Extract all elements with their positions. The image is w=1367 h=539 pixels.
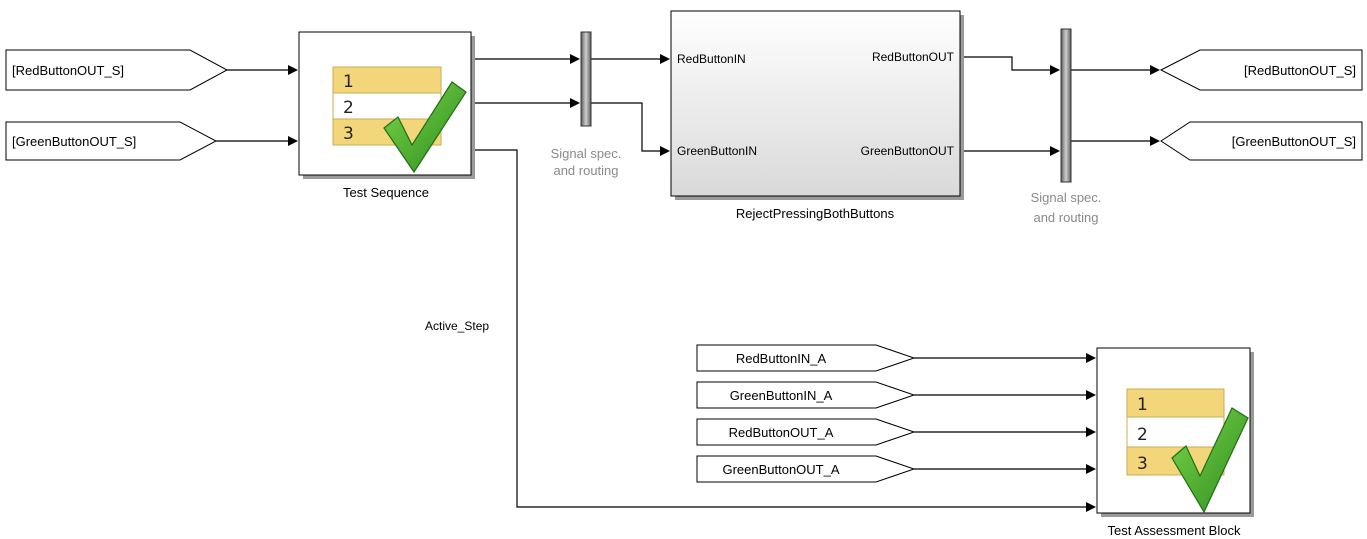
from-tag-red-out-a[interactable]: RedButtonOUT_A bbox=[696, 418, 916, 446]
row-number: 1 bbox=[1137, 395, 1148, 415]
arrowhead bbox=[1086, 353, 1096, 363]
routing-label-2-line2: and routing bbox=[1033, 210, 1098, 225]
arrowhead bbox=[660, 146, 670, 156]
checklist-icon: 1 2 3 bbox=[332, 66, 467, 174]
outport-green-label: GreenButtonOUT bbox=[861, 144, 955, 158]
line-redout-to-bus2[interactable] bbox=[960, 56, 1052, 71]
from-tag-green-label: [GreenButtonOUT_S] bbox=[12, 134, 136, 149]
goto-tag-red-label: [RedButtonOUT_S] bbox=[1244, 63, 1356, 78]
goto-tag-red[interactable]: [RedButtonOUT_S] bbox=[1159, 49, 1363, 91]
from-tag-green-out-a[interactable]: GreenButtonOUT_A bbox=[696, 455, 916, 483]
arrowhead bbox=[1086, 464, 1096, 474]
signal-lines bbox=[216, 54, 1160, 512]
goto-tag-green[interactable]: [GreenButtonOUT_S] bbox=[1160, 121, 1363, 161]
inport-green-label: GreenButtonIN bbox=[677, 144, 757, 158]
routing-label-2-line1: Signal spec. bbox=[1031, 190, 1102, 205]
checklist-icon: 1 2 3 bbox=[1126, 388, 1249, 514]
test-assessment-block[interactable]: 1 2 3 Test Assessment Block bbox=[1096, 347, 1254, 538]
from-tag-label: RedButtonIN_A bbox=[736, 351, 827, 366]
active-step-label: Active_Step bbox=[425, 319, 489, 333]
row-number: 3 bbox=[343, 124, 354, 144]
row-number: 3 bbox=[1137, 454, 1148, 474]
subsystem-caption: RejectPressingBothButtons bbox=[736, 206, 895, 221]
test-sequence-block[interactable]: 1 2 3 Test Sequence bbox=[298, 31, 475, 200]
outport-red-label: RedButtonOUT bbox=[872, 50, 955, 64]
arrowhead bbox=[1050, 65, 1060, 75]
signal-routing-bus-1[interactable]: Signal spec. and routing bbox=[551, 31, 622, 178]
test-sequence-caption: Test Sequence bbox=[343, 185, 429, 200]
from-tag-red-label: [RedButtonOUT_S] bbox=[12, 63, 124, 78]
routing-label-1-line2: and routing bbox=[553, 163, 618, 178]
line-active-step[interactable] bbox=[472, 149, 1088, 508]
arrowhead bbox=[570, 98, 580, 108]
arrowhead bbox=[1086, 502, 1096, 512]
block-body bbox=[670, 10, 961, 197]
checkmark-icon bbox=[383, 81, 467, 174]
arrowhead bbox=[288, 136, 298, 146]
from-tag-label: RedButtonOUT_A bbox=[729, 425, 834, 440]
from-tag-red[interactable]: [RedButtonOUT_S] bbox=[5, 49, 229, 91]
row-number: 1 bbox=[343, 72, 354, 92]
checkmark-icon bbox=[1171, 407, 1249, 514]
from-tag-label: GreenButtonIN_A bbox=[730, 388, 833, 403]
arrowhead bbox=[288, 65, 298, 75]
arrowhead bbox=[1150, 136, 1160, 146]
row-number: 2 bbox=[1137, 425, 1148, 445]
arrowhead bbox=[1086, 427, 1096, 437]
line-bus1-to-greenin[interactable] bbox=[591, 102, 662, 152]
arrowhead bbox=[1050, 146, 1060, 156]
subsystem-block[interactable]: RedButtonIN GreenButtonIN RedButtonOUT G… bbox=[670, 10, 964, 221]
from-tag-label: GreenButtonOUT_A bbox=[722, 462, 839, 477]
routing-label-1-line1: Signal spec. bbox=[551, 146, 622, 161]
inport-red-label: RedButtonIN bbox=[677, 52, 746, 66]
from-tag-red-in-a[interactable]: RedButtonIN_A bbox=[696, 344, 916, 372]
arrowhead bbox=[1150, 65, 1160, 75]
test-assessment-caption: Test Assessment Block bbox=[1108, 523, 1241, 538]
from-tag-green[interactable]: [GreenButtonOUT_S] bbox=[5, 121, 218, 161]
arrowhead bbox=[660, 54, 670, 64]
signal-routing-bus-2[interactable]: Signal spec. and routing bbox=[1031, 28, 1102, 225]
arrowhead bbox=[1086, 390, 1096, 400]
from-tag-green-in-a[interactable]: GreenButtonIN_A bbox=[696, 381, 916, 409]
goto-tag-green-label: [GreenButtonOUT_S] bbox=[1232, 134, 1356, 149]
arrowhead bbox=[570, 54, 580, 64]
row-number: 2 bbox=[343, 98, 354, 118]
